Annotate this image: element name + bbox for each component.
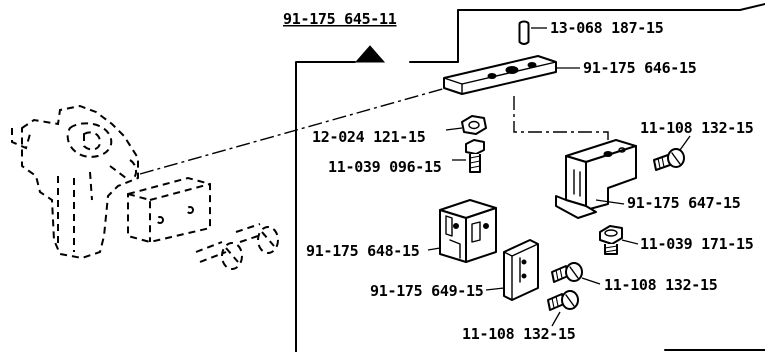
nut-part: 12-024 121-15 (312, 115, 487, 146)
guide-plate-part: 91-175 649-15 (370, 239, 539, 301)
lower-screw-a-part: 11-108 132-15 (551, 262, 718, 294)
lower-screw-b-part-number: 11-108 132-15 (462, 325, 576, 343)
lower-right-bolt-part-number: 11-039 171-15 (640, 235, 754, 253)
assembly-pointer-triangle (354, 45, 386, 63)
mount-plate-part-number: 91-175 646-15 (583, 59, 697, 77)
bracket-part-number: 91-175 647-15 (627, 194, 741, 212)
old-plate-outline (127, 176, 211, 244)
assembly-callout: 91-175 645-11 (283, 10, 397, 63)
mount-plate-part: 91-175 646-15 (443, 55, 697, 95)
lower-screw-a-part-number: 11-108 132-15 (604, 276, 718, 294)
plate-to-bracket-centerline (513, 96, 609, 140)
old-screw-pair-outline (195, 223, 279, 270)
assembly-frame (295, 3, 765, 352)
center-bolt-part: 11-039 096-15 (328, 139, 485, 176)
pin-part: 13-068 187-15 (518, 19, 664, 45)
lower-screw-b-part: 11-108 132-15 (462, 290, 579, 343)
alignment-centerline (139, 87, 447, 175)
assembly-number-label: 91-175 645-11 (283, 10, 397, 28)
lower-right-bolt-part: 11-039 171-15 (599, 225, 754, 255)
machine-housing-outline (11, 104, 139, 260)
nut-part-number: 12-024 121-15 (312, 128, 426, 146)
center-bolt-part-number: 11-039 096-15 (328, 158, 442, 176)
block-part-number: 91-175 648-15 (306, 242, 420, 260)
pin-part-number: 13-068 187-15 (550, 19, 664, 37)
block-part: 91-175 648-15 (306, 199, 497, 263)
guide-plate-part-number: 91-175 649-15 (370, 282, 484, 300)
upper-right-screw-part-number: 11-108 132-15 (640, 119, 754, 137)
bracket-part: 91-175 647-15 (555, 139, 741, 219)
upper-right-screw-part: 11-108 132-15 (640, 119, 754, 171)
